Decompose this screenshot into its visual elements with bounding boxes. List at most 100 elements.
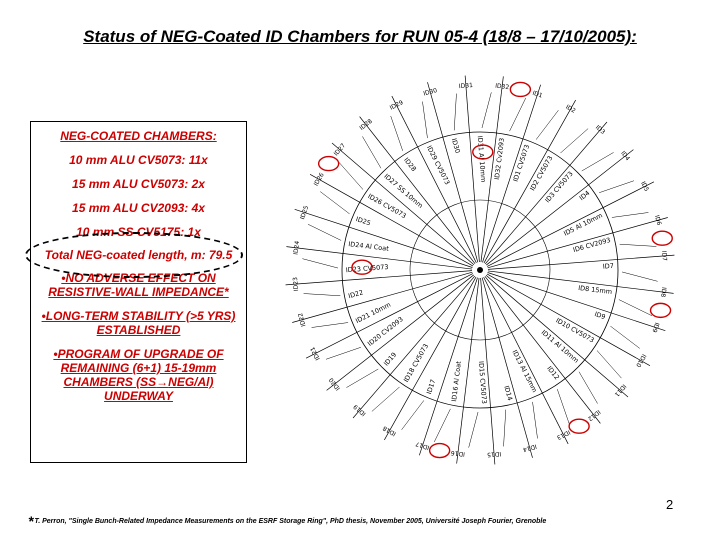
tick-line (532, 401, 538, 439)
spoke-label: ID28 (402, 156, 418, 173)
tick-line (621, 271, 658, 282)
tick-line (610, 325, 640, 349)
tick-line (453, 93, 457, 131)
outer-id-label: ID9 (650, 321, 660, 333)
box-bullet-3-end: NEG/Al) UNDERWAY (104, 375, 214, 403)
spoke-line (483, 276, 569, 445)
outer-id-label: ID30 (423, 87, 439, 98)
spoke-label: ID2 CV5073 (528, 154, 554, 192)
tick-line (468, 411, 479, 448)
tick-line (434, 408, 451, 443)
circled-chamber (651, 230, 673, 246)
spoke-line (294, 209, 473, 268)
spoke-line (480, 76, 504, 263)
spoke-line (359, 116, 476, 264)
spoke-label: ID23 CV5073 (346, 263, 389, 274)
tick-line (503, 409, 507, 447)
spoke-line (326, 274, 474, 391)
tick-line (371, 386, 400, 412)
spoke-line (419, 277, 478, 456)
spoke-line (480, 277, 496, 465)
tick-line (302, 258, 339, 269)
total-length-highlight (25, 232, 243, 278)
tick-line (303, 293, 341, 297)
circled-chamber (317, 155, 340, 172)
spoke-label: ID20 CV2093 (366, 315, 405, 348)
tick-line (618, 299, 653, 316)
tick-line (578, 371, 598, 404)
spoke-label: ID17 (425, 378, 437, 395)
spoke-line (309, 174, 474, 267)
tick-line (401, 400, 425, 430)
outer-id-label: ID12 (586, 408, 601, 422)
tick-line (307, 224, 342, 241)
box-bullet-3: •PROGRAM OF UPGRADE OF REMAINING (6+1) 1… (35, 347, 242, 403)
spoke-line (305, 273, 474, 359)
outer-id-label: ID21 (309, 345, 322, 361)
spoke-label: ID15 CV5073 (477, 361, 488, 404)
spoke-line (464, 75, 480, 263)
spoke-label: ID25 (355, 215, 372, 227)
spoke-label: ID21 10mm (354, 301, 392, 325)
outer-id-label: ID8 (659, 287, 667, 298)
outer-id-label: ID7 (660, 251, 668, 262)
outer-id-label: ID29 (389, 99, 405, 112)
spoke-label: ID30 (450, 137, 462, 154)
ring-inner (409, 199, 551, 341)
spoke-line (352, 275, 476, 419)
spoke-label: ID14 (502, 385, 514, 402)
outer-id-label: ID23 (292, 277, 300, 292)
spoke-line (486, 149, 634, 266)
spoke-label: ID29 CV5073 (425, 144, 451, 186)
spoke-label: ID26 CV5073 (366, 192, 407, 220)
outer-id-label: ID6 (653, 214, 663, 226)
box-line-2: 15 mm ALU CV5073: 2x (72, 177, 205, 191)
spoke-label: ID18 CV5073 (402, 342, 430, 383)
spoke-label: ID9 (593, 310, 606, 321)
spoke-line (384, 276, 477, 441)
footnote: *T. Perron, "Single Bunch-Related Impeda… (28, 510, 547, 529)
outer-id-label: ID26 (313, 172, 326, 188)
tick-line (346, 368, 379, 388)
outer-id-label: ID22 (297, 312, 308, 328)
spoke-line (487, 254, 675, 270)
tick-line (325, 347, 361, 360)
box-bullet-3-start: •PROGRAM OF UPGRADE OF REMAINING (6+1) 1… (53, 347, 224, 389)
tick-line (509, 97, 526, 132)
spoke-label: ID5 Al 10mm (562, 211, 603, 237)
outer-id-label: ID3 (594, 124, 606, 136)
footnote-text: T. Perron, "Single Bunch-Related Impedan… (34, 518, 547, 525)
tick-line (338, 161, 364, 190)
spoke-label: ID7 (602, 262, 614, 271)
tick-line (481, 92, 492, 129)
spoke-label: ID16 Al Coat (450, 360, 463, 402)
spoke-line (484, 121, 608, 265)
outer-id-label: ID27 (333, 142, 348, 157)
tick-line (535, 110, 559, 140)
outer-id-label: ID32 (495, 83, 510, 92)
spoke-line (292, 271, 473, 323)
arrow-icon: → (156, 375, 169, 389)
outer-id-label: ID25 (299, 205, 310, 221)
tick-line (311, 322, 349, 328)
spoke-label: ID22 (347, 288, 364, 300)
box-bullet-2: •LONG-TERM STABILITY (>5 YRS) ESTABLISHE… (41, 309, 236, 337)
outer-id-label: ID16 (450, 449, 465, 458)
spoke-line (487, 272, 666, 331)
circled-chamber (428, 442, 451, 459)
spoke-label: ID8 15mm (578, 284, 613, 296)
outer-id-label: ID14 (522, 442, 538, 453)
outer-id-label: ID15 (487, 450, 502, 458)
spoke-label: ID1 CV5073 (512, 144, 532, 183)
tick-line (619, 243, 657, 247)
spoke-label: ID10 CV5073 (554, 316, 595, 344)
outer-id-label: ID28 (358, 118, 373, 132)
tick-line (422, 101, 428, 139)
spoke-line (484, 276, 601, 424)
outer-id-label: ID20 (328, 376, 342, 391)
box-heading: NEG-COATED CHAMBERS: (60, 129, 217, 143)
tick-line (596, 350, 622, 379)
spoke-label: ID4 (578, 189, 592, 202)
spoke-line (456, 277, 480, 464)
